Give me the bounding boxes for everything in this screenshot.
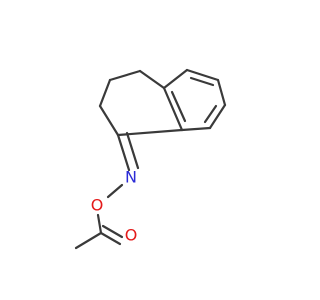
bond-c-o-carbonyl-b <box>101 224 124 239</box>
bond-c-ch3 <box>74 231 103 250</box>
bond-n-o <box>106 183 124 199</box>
bond-c4-c3 <box>108 69 142 82</box>
bond-c6-c7 <box>216 78 227 107</box>
bond-c8a-c4a <box>162 86 184 132</box>
bond-c4a-c4 <box>138 69 166 90</box>
bond-c-o-carbonyl-a <box>99 231 122 246</box>
atom-nitrogen-label: N <box>125 168 137 187</box>
bond-c2-c1 <box>98 104 120 137</box>
structure-canvas: N O O <box>74 68 227 250</box>
bond-c1-c8a <box>116 128 184 137</box>
bond-c8-c8a <box>180 126 212 132</box>
bond-c1-n-b <box>125 131 140 170</box>
bond-c1-n-a <box>116 133 131 172</box>
bond-c5-c6 <box>185 68 220 82</box>
bond-o-c <box>96 213 103 235</box>
bond-c5-c6-inner <box>189 76 215 87</box>
molecule-drawing: N O O <box>74 68 227 250</box>
bond-c8a-c4a-inner <box>170 90 187 123</box>
atom-oxygen-carbonyl-label: O <box>125 226 138 245</box>
bond-c7-c8-inner <box>203 104 218 124</box>
atom-oxygen-ether-label: O <box>91 196 104 215</box>
bond-c4a-c5 <box>162 68 189 90</box>
bond-c7-c8 <box>208 103 227 130</box>
bond-c3-c2 <box>98 78 112 108</box>
